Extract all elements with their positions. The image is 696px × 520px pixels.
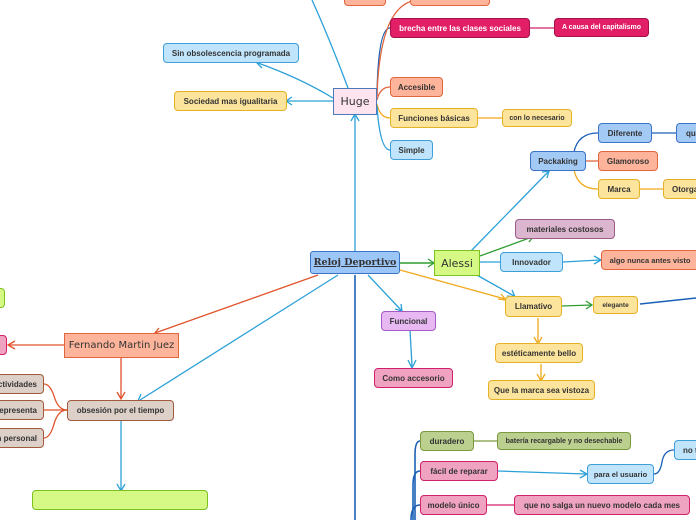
link-elegante-right bbox=[639, 297, 696, 305]
node-fernando[interactable]: Fernando Martin Juez bbox=[64, 333, 179, 358]
link-huge-brecha bbox=[376, 27, 391, 97]
node-bello[interactable]: estéticamente bello bbox=[495, 343, 583, 363]
node-materiales[interactable]: materiales costosos bbox=[515, 219, 615, 239]
node-modelo[interactable]: modelo único bbox=[420, 495, 487, 515]
node-diferente[interactable]: Diferente bbox=[598, 123, 652, 143]
node-marca[interactable]: Marca bbox=[598, 179, 640, 199]
link-alessi-packaking bbox=[469, 171, 549, 253]
node-nunca-visto[interactable]: algo nunca antes visto bbox=[601, 250, 696, 270]
partial-node-top-left[interactable] bbox=[344, 0, 386, 6]
node-funcional[interactable]: Funcional bbox=[381, 311, 436, 331]
link-obsesion-actividades bbox=[43, 383, 68, 411]
link-obsesion-personal bbox=[43, 409, 68, 439]
node-glamoroso[interactable]: Glamoroso bbox=[598, 151, 658, 171]
link-alessi-materiales bbox=[479, 236, 533, 257]
node-not[interactable]: no t bbox=[674, 440, 696, 460]
link-lower-modelo bbox=[410, 504, 421, 520]
link-packaking-marca bbox=[573, 169, 599, 190]
node-vistoza[interactable]: Que la marca sea vistoza bbox=[488, 380, 595, 400]
node-reparar[interactable]: fácil de reparar bbox=[420, 461, 498, 481]
node-root[interactable]: Reloj Deportivo bbox=[310, 251, 400, 274]
node-accesible[interactable]: Accesible bbox=[390, 77, 443, 97]
link-root-fernando bbox=[154, 274, 319, 334]
link-llamativo-elegante bbox=[561, 304, 593, 307]
partial-node-bottom-left[interactable] bbox=[32, 490, 208, 510]
node-actividades[interactable]: actividades bbox=[0, 374, 44, 394]
link-innovador-nunca bbox=[562, 259, 601, 263]
node-otorga[interactable]: Otorga bbox=[663, 179, 696, 199]
link-alessi-llamativo bbox=[474, 273, 515, 297]
node-simple[interactable]: Simple bbox=[390, 140, 433, 160]
link-huge-top bbox=[311, 0, 349, 89]
node-alessi[interactable]: Alessi bbox=[434, 250, 480, 276]
node-packaking[interactable]: Packaking bbox=[530, 151, 586, 171]
node-brecha[interactable]: brecha entre las clases sociales bbox=[390, 18, 530, 38]
node-obsesion[interactable]: obsesión por el tiempo bbox=[67, 400, 174, 421]
node-personal[interactable]: n personal bbox=[0, 428, 44, 448]
partial-node-top-right[interactable] bbox=[410, 0, 490, 6]
node-innovador[interactable]: Innovador bbox=[500, 252, 563, 272]
node-igualitaria[interactable]: Sociedad mas igualitaria bbox=[174, 91, 287, 111]
link-reparar-usuario bbox=[497, 470, 587, 475]
node-causa[interactable]: A causa del capitalismo bbox=[554, 18, 649, 37]
link-root-funcional bbox=[367, 274, 402, 311]
link-root-llamativo bbox=[399, 269, 506, 300]
node-representa[interactable]: representa bbox=[0, 400, 44, 420]
link-huge-accesible bbox=[376, 86, 391, 101]
node-nuevo-modelo[interactable]: que no salga un nuevo modelo cada mes bbox=[514, 495, 690, 515]
node-bateria[interactable]: batería recargable y no desechable bbox=[497, 432, 631, 450]
partial-node-left-pink[interactable] bbox=[0, 335, 7, 355]
node-que[interactable]: que bbox=[676, 123, 696, 143]
link-huge-funciones bbox=[376, 103, 391, 119]
link-funcional-accesorio bbox=[409, 329, 413, 367]
node-huge[interactable]: Huge bbox=[333, 88, 377, 115]
link-huge-simple bbox=[376, 105, 391, 151]
node-funciones[interactable]: Funciones básicas bbox=[390, 108, 478, 128]
node-llamativo[interactable]: Llamativo bbox=[505, 296, 562, 317]
link-packaking-diferente bbox=[573, 132, 599, 153]
link-lower-trunk bbox=[414, 440, 421, 520]
node-necesario[interactable]: con lo necesario bbox=[502, 109, 572, 127]
link-huge-obsolescencia bbox=[257, 62, 334, 99]
node-elegante[interactable]: elegante bbox=[593, 296, 638, 314]
link-lower-reparar bbox=[412, 470, 421, 520]
node-accesorio[interactable]: Como accesorio bbox=[374, 368, 453, 388]
link-usuario-not bbox=[653, 449, 675, 475]
node-usuario[interactable]: para el usuario bbox=[587, 464, 654, 484]
partial-node-left-green[interactable] bbox=[0, 288, 5, 308]
node-duradero[interactable]: duradero bbox=[420, 431, 474, 451]
node-obsolescencia[interactable]: Sin obsolescencia programada bbox=[163, 43, 299, 63]
link-root-obsesion bbox=[139, 274, 339, 401]
